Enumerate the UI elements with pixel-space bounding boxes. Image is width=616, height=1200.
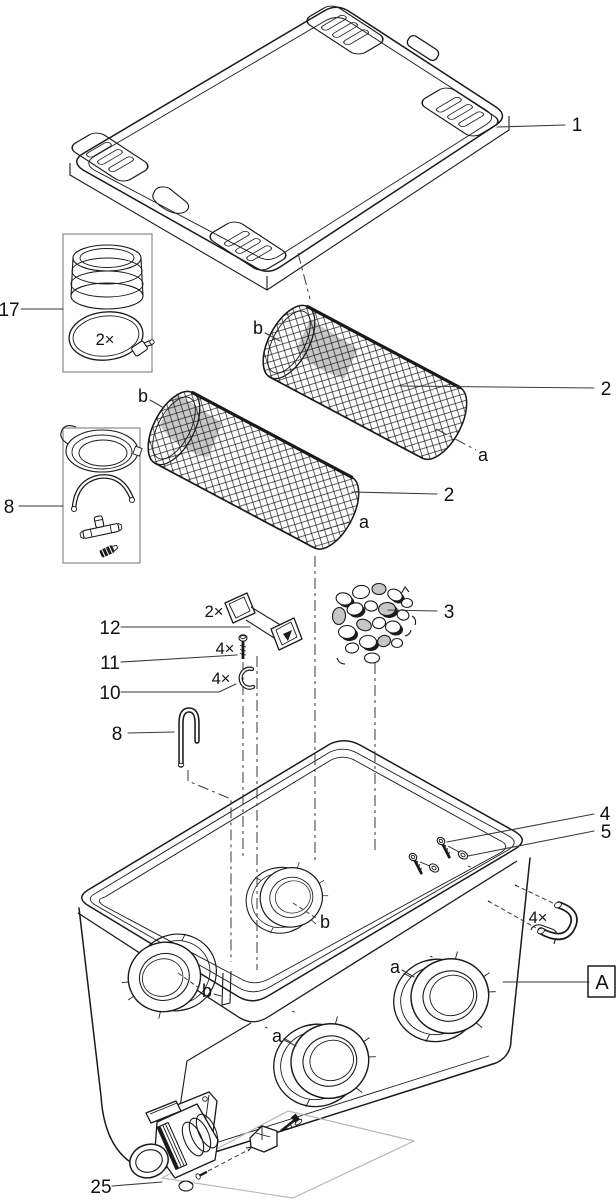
- handle: [487, 884, 578, 941]
- port-label-a-upper: a: [390, 957, 401, 977]
- drain-valve: [129, 1091, 219, 1179]
- mesh-cylinder-upper: [262, 304, 468, 461]
- hose-kit-box: [60, 424, 143, 564]
- small-screw: [238, 634, 248, 659]
- lid-grip-pad: [416, 84, 504, 140]
- clamp-qty-label: 2×: [96, 331, 115, 349]
- drain-kit-parts: [178, 1113, 303, 1192]
- callout-lines: [18, 124, 595, 1187]
- port-label-b-cyl-upper: b: [253, 318, 263, 338]
- label-2-lower: 2: [444, 485, 455, 506]
- curved-hose: [70, 474, 136, 513]
- port-b-left-wall: [111, 922, 228, 1028]
- lid-grip-pad: [66, 129, 154, 185]
- label-12: 12: [99, 618, 120, 639]
- callout-labels: 1 2 2 3 4 5 8 8 10 11 12 17 25 2× 4× 4× …: [0, 115, 611, 1198]
- port-label-b-cyl-lower: b: [138, 386, 148, 406]
- qty-screw: 4×: [216, 640, 235, 658]
- label-17: 17: [0, 300, 20, 321]
- label-11: 11: [100, 653, 120, 674]
- lid-cutout: [152, 186, 190, 214]
- clip: [238, 666, 256, 690]
- port-label-a-lower: a: [272, 1026, 283, 1046]
- label-3: 3: [444, 602, 455, 623]
- port-label-b-wall: b: [202, 981, 212, 1001]
- lid: [66, 2, 510, 291]
- retainer-hook: [177, 707, 200, 768]
- label-5: 5: [601, 822, 612, 843]
- drain-valve-kit-outline: [161, 1110, 415, 1199]
- t-connector: [79, 515, 123, 540]
- qty-spacer: 2×: [205, 603, 224, 621]
- qty-handle: 4×: [529, 909, 548, 927]
- coiled-hose: [60, 424, 143, 473]
- filter-media-stones: [331, 582, 417, 665]
- label-4: 4: [600, 804, 611, 825]
- hose-clamp: [68, 311, 155, 361]
- label-8-hook: 8: [112, 724, 123, 745]
- label-8-box: 8: [4, 497, 15, 518]
- label-2-upper: 2: [601, 379, 612, 400]
- qty-clip: 4×: [212, 670, 231, 688]
- port-label-b-interior: b: [320, 912, 330, 932]
- mesh-cylinder-lower: [147, 390, 360, 550]
- label-1: 1: [572, 115, 583, 136]
- coupling-kit-box: 2×: [62, 233, 155, 373]
- port-label-a-cyl-lower: a: [359, 512, 370, 532]
- view-ref-label: A: [595, 972, 609, 994]
- rim-screws: [403, 834, 470, 875]
- port-a-front-lower: [262, 1007, 387, 1119]
- port-label-a-cyl-upper: a: [478, 445, 489, 465]
- label-10: 10: [99, 683, 120, 704]
- port-a-front-upper: [382, 942, 507, 1054]
- lid-grip-pad: [301, 2, 389, 58]
- tank: [77, 740, 558, 1173]
- view-ref-box: A: [587, 965, 616, 998]
- center-lines: [187, 252, 477, 970]
- spacer-tube: [224, 592, 303, 651]
- label-25: 25: [90, 1177, 111, 1198]
- hose-plug: [99, 544, 119, 558]
- hose-coupling: [70, 244, 144, 310]
- drain-kit-screw: [280, 1113, 303, 1133]
